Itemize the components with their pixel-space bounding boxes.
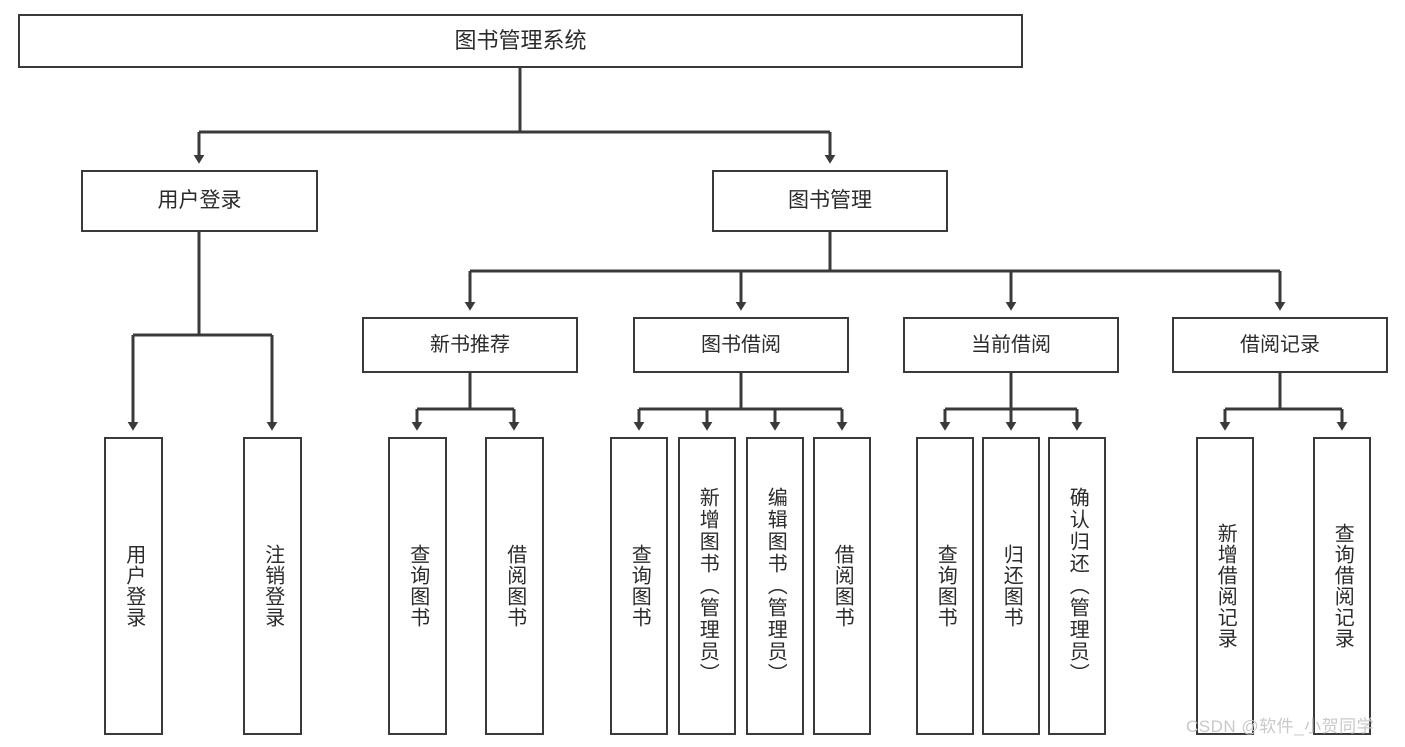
node-leaf-logout-login[interactable]: 注销登录 — [243, 437, 302, 735]
node-leaf-confirm-return-admin-label: 确认归还（管理员） — [1066, 487, 1089, 685]
node-leaf-borrow-book-1[interactable]: 借阅图书 — [485, 437, 544, 735]
node-book-manage[interactable]: 图书管理 — [712, 170, 948, 232]
node-leaf-logout-login-label: 注销登录 — [261, 544, 284, 628]
node-leaf-query-book-3-label: 查询图书 — [934, 544, 957, 628]
node-book-borrow[interactable]: 图书借阅 — [633, 317, 849, 373]
node-leaf-query-book-1[interactable]: 查询图书 — [388, 437, 447, 735]
node-leaf-borrow-book-2[interactable]: 借阅图书 — [813, 437, 871, 735]
csdn-watermark: CSDN @软件_小贺同学 — [1186, 717, 1375, 736]
node-leaf-return-book-label: 归还图书 — [1000, 544, 1023, 628]
node-leaf-add-book-admin[interactable]: 新增图书（管理员） — [678, 437, 736, 735]
node-leaf-add-borrow-record-label: 新增借阅记录 — [1214, 523, 1237, 649]
node-leaf-edit-book-admin[interactable]: 编辑图书（管理员） — [746, 437, 804, 735]
node-root-label: 图书管理系统 — [454, 27, 587, 53]
node-book-borrow-label: 图书借阅 — [701, 333, 781, 356]
node-leaf-edit-book-admin-label: 编辑图书（管理员） — [764, 487, 787, 685]
node-borrow-record[interactable]: 借阅记录 — [1172, 317, 1388, 373]
node-leaf-query-book-2-label: 查询图书 — [628, 544, 651, 628]
node-leaf-confirm-return-admin[interactable]: 确认归还（管理员） — [1048, 437, 1106, 735]
node-current-borrow-label: 当前借阅 — [971, 333, 1051, 356]
node-borrow-record-label: 借阅记录 — [1240, 333, 1320, 356]
node-leaf-query-book-2[interactable]: 查询图书 — [610, 437, 668, 735]
node-user-login-label: 用户登录 — [157, 189, 242, 213]
node-current-borrow[interactable]: 当前借阅 — [903, 317, 1119, 373]
node-leaf-add-book-admin-label: 新增图书（管理员） — [696, 487, 719, 685]
node-leaf-borrow-book-2-label: 借阅图书 — [831, 544, 854, 628]
node-leaf-return-book[interactable]: 归还图书 — [982, 437, 1040, 735]
node-user-login[interactable]: 用户登录 — [81, 170, 318, 232]
node-leaf-user-login-label: 用户登录 — [122, 544, 145, 628]
node-leaf-user-login[interactable]: 用户登录 — [104, 437, 163, 735]
node-leaf-add-borrow-record[interactable]: 新增借阅记录 — [1196, 437, 1254, 735]
node-root[interactable]: 图书管理系统 — [18, 14, 1023, 68]
node-leaf-query-book-3[interactable]: 查询图书 — [916, 437, 974, 735]
node-book-manage-label: 图书管理 — [788, 189, 872, 213]
node-new-book-recommend-label: 新书推荐 — [430, 333, 510, 356]
node-leaf-query-borrow-record-label: 查询借阅记录 — [1331, 523, 1354, 649]
node-new-book-recommend[interactable]: 新书推荐 — [362, 317, 578, 373]
node-leaf-query-borrow-record[interactable]: 查询借阅记录 — [1313, 437, 1371, 735]
node-leaf-query-book-1-label: 查询图书 — [406, 544, 429, 628]
node-leaf-borrow-book-1-label: 借阅图书 — [503, 544, 526, 628]
